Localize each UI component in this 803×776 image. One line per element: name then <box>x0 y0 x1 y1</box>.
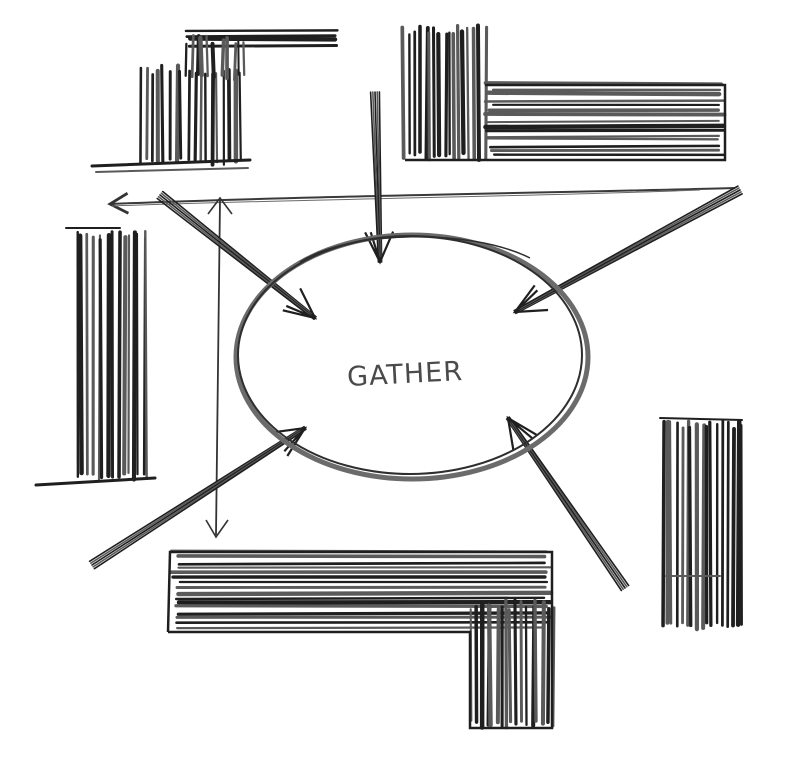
block-right-vertical <box>660 418 742 629</box>
converging-arrows <box>90 92 742 591</box>
block-left-vertical <box>36 228 155 485</box>
block-top-left-l-shape <box>92 30 337 172</box>
block-bottom-l-shape <box>168 551 554 728</box>
horizontal-guide-arrow <box>110 188 735 206</box>
block-top-right-l-shape <box>402 25 725 160</box>
center-label: GATHER <box>346 356 463 393</box>
gather-ellipse <box>236 235 588 479</box>
